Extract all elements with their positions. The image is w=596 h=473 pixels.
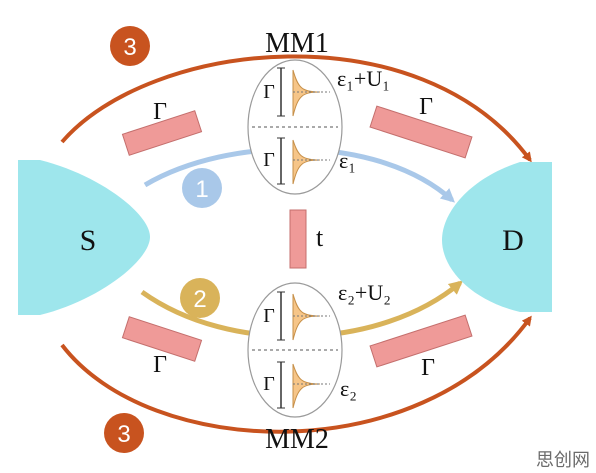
gamma-label-top-left: Γ bbox=[153, 99, 167, 125]
path-marker-2 bbox=[180, 278, 220, 318]
mm1-upper-level bbox=[277, 67, 330, 117]
energy-label-mm2-upper: ε₂+U₂ bbox=[338, 280, 391, 305]
outer-path-top bbox=[60, 54, 532, 163]
source-lead bbox=[18, 160, 150, 315]
path-marker-3-top bbox=[110, 26, 150, 66]
mm2-upper-level bbox=[277, 291, 330, 341]
gamma-label-bottom-right: Γ bbox=[421, 355, 435, 381]
path-marker-3-bottom bbox=[104, 413, 144, 453]
drain-lead bbox=[442, 162, 552, 312]
energy-label-mm1-lower: ε₁ bbox=[339, 148, 356, 173]
gamma-label-mm1-upper: Γ bbox=[263, 81, 275, 103]
gamma-label-top-right: Γ bbox=[419, 94, 433, 120]
path-marker-1 bbox=[182, 168, 222, 208]
energy-label-mm1-upper: ε₁+U₁ bbox=[337, 66, 390, 91]
watermark: 思创网 bbox=[536, 450, 590, 471]
mm2-lower-level bbox=[277, 361, 330, 409]
mm1-lower-level bbox=[277, 137, 330, 185]
mm2-label: MM2 bbox=[265, 424, 329, 455]
path-marker-1-label: 1 bbox=[195, 176, 208, 203]
outer-path-bottom bbox=[60, 315, 532, 434]
barrier-top-left bbox=[121, 110, 203, 156]
source-label: S bbox=[80, 224, 97, 257]
barrier-top-right bbox=[369, 105, 473, 159]
mm1-label: MM1 bbox=[265, 28, 329, 59]
energy-label-mm2-lower: ε₂ bbox=[340, 376, 357, 401]
drain-label: D bbox=[502, 224, 524, 257]
path-marker-3-bottom-label: 3 bbox=[117, 421, 130, 448]
barrier-bottom-left bbox=[121, 316, 203, 362]
coupling-barrier bbox=[289, 209, 307, 269]
gamma-label-bottom-left: Γ bbox=[153, 352, 167, 378]
path-marker-3-top-label: 3 bbox=[123, 34, 136, 61]
gamma-label-mm2-upper: Γ bbox=[263, 305, 275, 327]
coupling-t-label: t bbox=[316, 223, 324, 252]
gamma-label-mm2-lower: Γ bbox=[263, 373, 275, 395]
barrier-bottom-right bbox=[369, 314, 473, 368]
path-marker-2-label: 2 bbox=[193, 286, 206, 313]
gamma-label-mm1-lower: Γ bbox=[263, 149, 275, 171]
